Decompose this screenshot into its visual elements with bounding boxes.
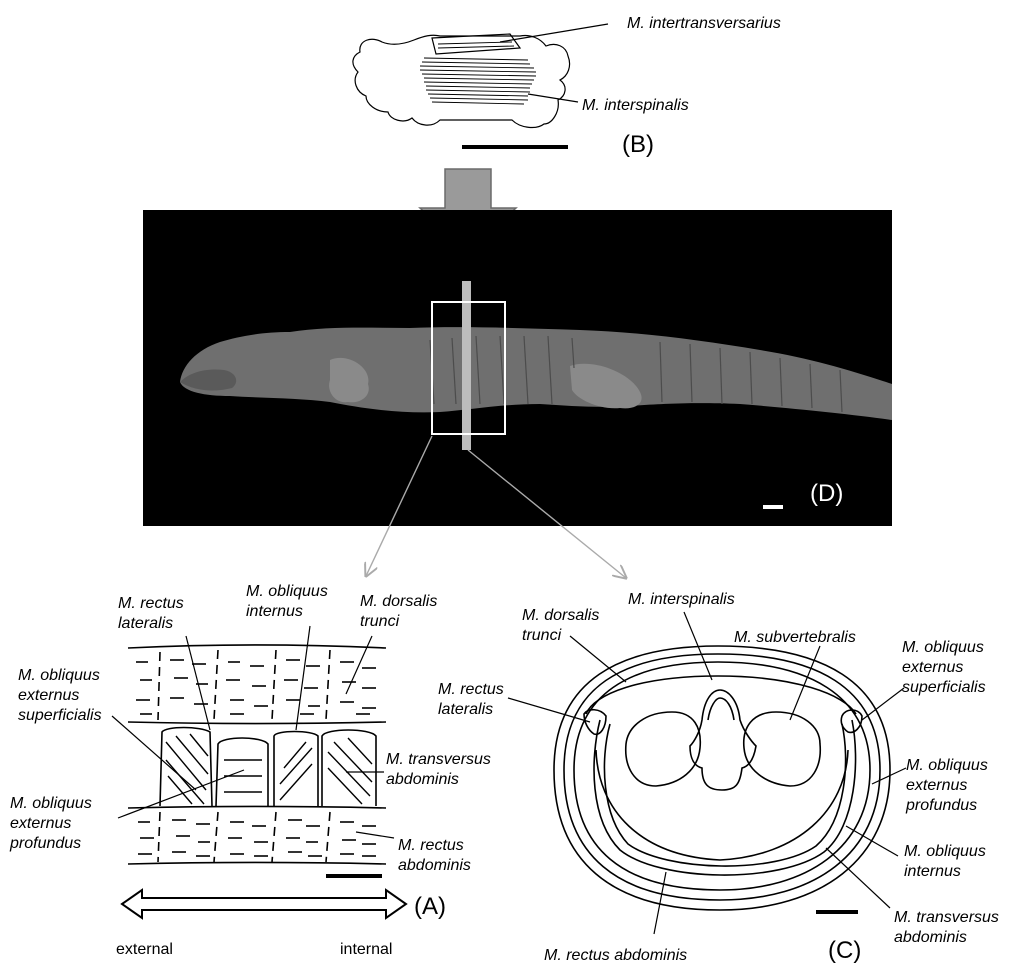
label-c-obl-ext-sup-3: superficialis [902,679,986,696]
label-internal: internal [340,941,392,958]
label-c-subvertebralis: M. subvertebralis [734,629,856,646]
label-c-obliquus-internus-2: internus [904,863,961,880]
panel-a-scale-bar [326,874,382,878]
label-a-rectus-abdominis-1: M. rectus [398,837,464,854]
label-a-transversus-2: abdominis [386,771,459,788]
label-c-rectus-lateralis-2: lateralis [438,701,493,718]
label-a-obl-ext-prof-1: M. obliquus [10,795,92,812]
panel-b-scale-bar [462,145,568,149]
label-a-obl-ext-sup-1: M. obliquus [18,667,100,684]
label-c-transversus-2: abdominis [894,929,967,946]
section-bar [462,281,471,450]
label-b-intertransversarius: M. intertransversarius [627,15,781,32]
label-c-rectus-lateralis-1: M. rectus [438,681,504,698]
label-c-obl-ext-prof-3: profundus [905,797,977,814]
label-c-obliquus-internus-1: M. obliquus [904,843,986,860]
panel-a-section [112,626,406,918]
label-a-dorsalis-trunci-1: M. dorsalis [360,593,437,610]
label-c-dorsalis-trunci-2: trunci [522,627,562,644]
label-external: external [116,941,173,958]
panel-b-vertebra [353,24,608,149]
label-c-obl-ext-sup-2: externus [902,659,963,676]
label-a-rectus-lateralis-1: M. rectus [118,595,184,612]
label-a-dorsalis-trunci-2: trunci [360,613,400,630]
label-a-obliquus-internus-1: M. obliquus [246,583,328,600]
label-c-obl-ext-prof-1: M. obliquus [906,757,988,774]
label-c-obl-ext-sup-1: M. obliquus [902,639,984,656]
label-a-obliquus-internus-2: internus [246,603,303,620]
label-c-rectus-abdominis: M. rectus abdominis [544,947,687,964]
label-c-dorsalis-trunci-1: M. dorsalis [522,607,599,624]
label-a-rectus-abdominis-2: abdominis [398,857,471,874]
panel-d-scale-bar [763,505,783,509]
label-a-obl-ext-sup-2: externus [18,687,79,704]
label-a-transversus-1: M. transversus [386,751,491,768]
direction-arrow [122,890,406,918]
panel-label-c: (C) [828,937,861,964]
label-a-obl-ext-sup-3: superficialis [18,707,102,724]
panel-label-b: (B) [622,131,654,158]
label-c-transversus-1: M. transversus [894,909,999,926]
panel-label-a: (A) [414,893,446,920]
label-c-interspinalis: M. interspinalis [628,591,735,608]
label-c-obl-ext-prof-2: externus [906,777,967,794]
label-a-rectus-lateralis-2: lateralis [118,615,173,632]
panel-c-cross-section [508,612,906,934]
label-a-obl-ext-prof-3: profundus [9,835,81,852]
label-b-interspinalis: M. interspinalis [582,97,689,114]
panel-label-d: (D) [810,480,843,507]
label-a-obl-ext-prof-2: externus [10,815,71,832]
panel-c-scale-bar [816,910,858,914]
panel-d-photo [143,210,892,526]
